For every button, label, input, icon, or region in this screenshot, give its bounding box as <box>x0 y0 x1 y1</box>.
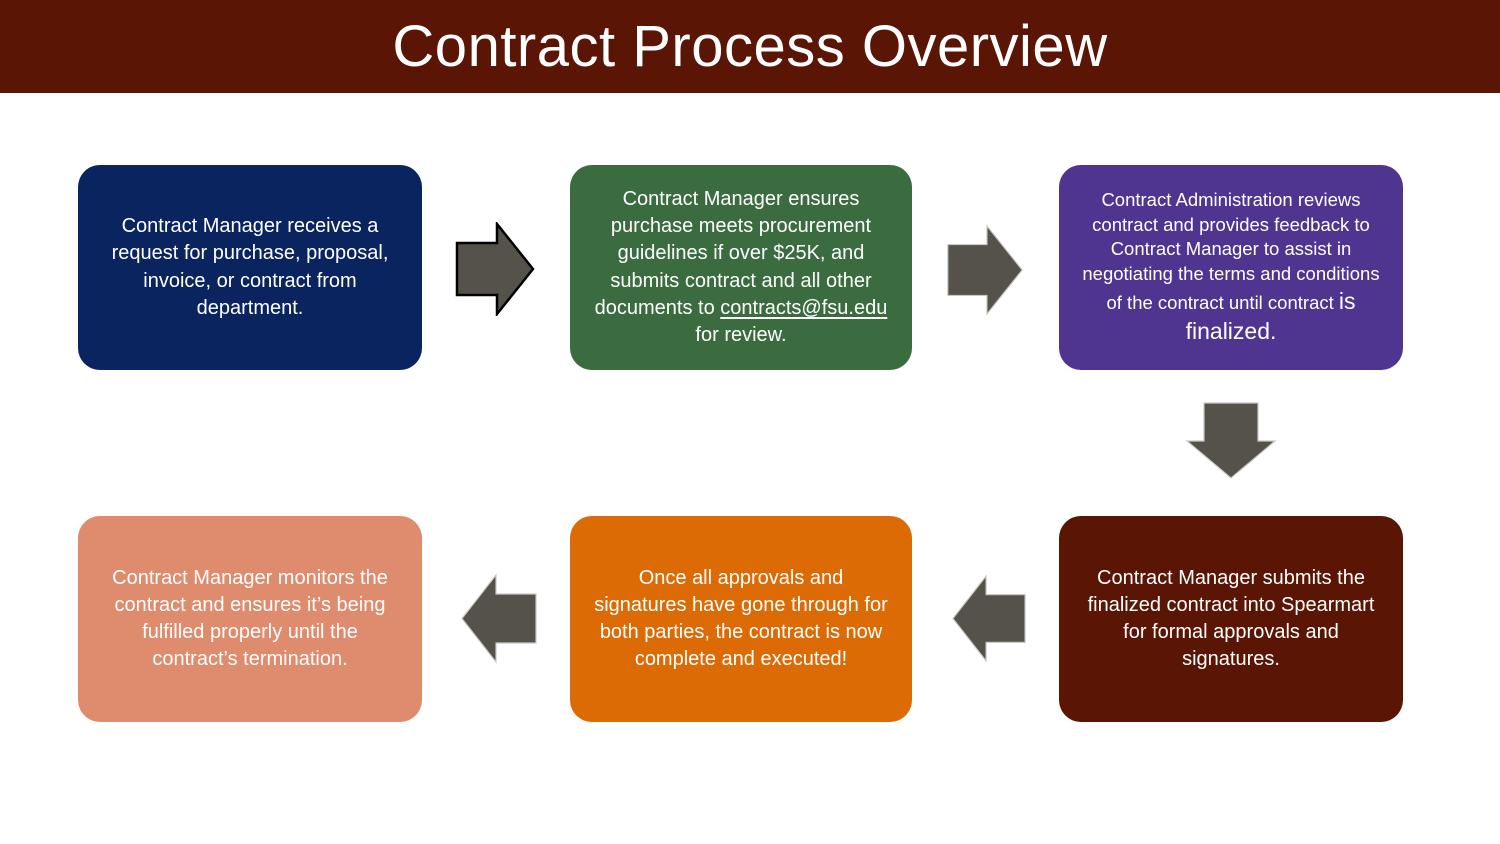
contracts-email-link[interactable]: contracts@fsu.edu <box>720 296 888 319</box>
step-text: Contract Manager receives a request for … <box>111 215 389 319</box>
step-box-contract-administration: Contract Administration reviews contract… <box>1059 165 1403 370</box>
step-text: Once all approvals and signatures have g… <box>594 566 888 671</box>
arrow-right-icon <box>947 224 1023 316</box>
step-text-before: Contract Manager ensures purchase meets … <box>594 187 872 319</box>
step-text: Contract Manager monitors the contract a… <box>112 566 388 671</box>
step-text-body: Contract Administration reviews contract… <box>1082 189 1380 313</box>
arrow-right-icon <box>455 222 535 316</box>
arrow-left-icon <box>461 573 537 664</box>
step-text-emphasis: is finalized. <box>1185 287 1356 345</box>
page-title: Contract Process Overview <box>392 14 1108 79</box>
step-text-after: for review. <box>695 323 787 346</box>
step-box-spearmart-submission: Contract Manager submits the finalized c… <box>1059 516 1403 722</box>
step-text: Contract Manager ensures purchase meets … <box>590 186 892 349</box>
title-banner: Contract Process Overview <box>0 0 1500 93</box>
step-box-receive-request: Contract Manager receives a request for … <box>78 165 422 370</box>
step-box-monitor-contract: Contract Manager monitors the contract a… <box>78 516 422 722</box>
arrow-left-icon <box>952 574 1026 663</box>
step-box-procurement-review: Contract Manager ensures purchase meets … <box>570 165 912 370</box>
arrow-down-icon <box>1185 402 1277 479</box>
step-box-complete-executed: Once all approvals and signatures have g… <box>570 516 912 722</box>
step-text: Contract Administration reviews contract… <box>1079 188 1383 346</box>
step-text: Contract Manager submits the finalized c… <box>1087 566 1375 671</box>
